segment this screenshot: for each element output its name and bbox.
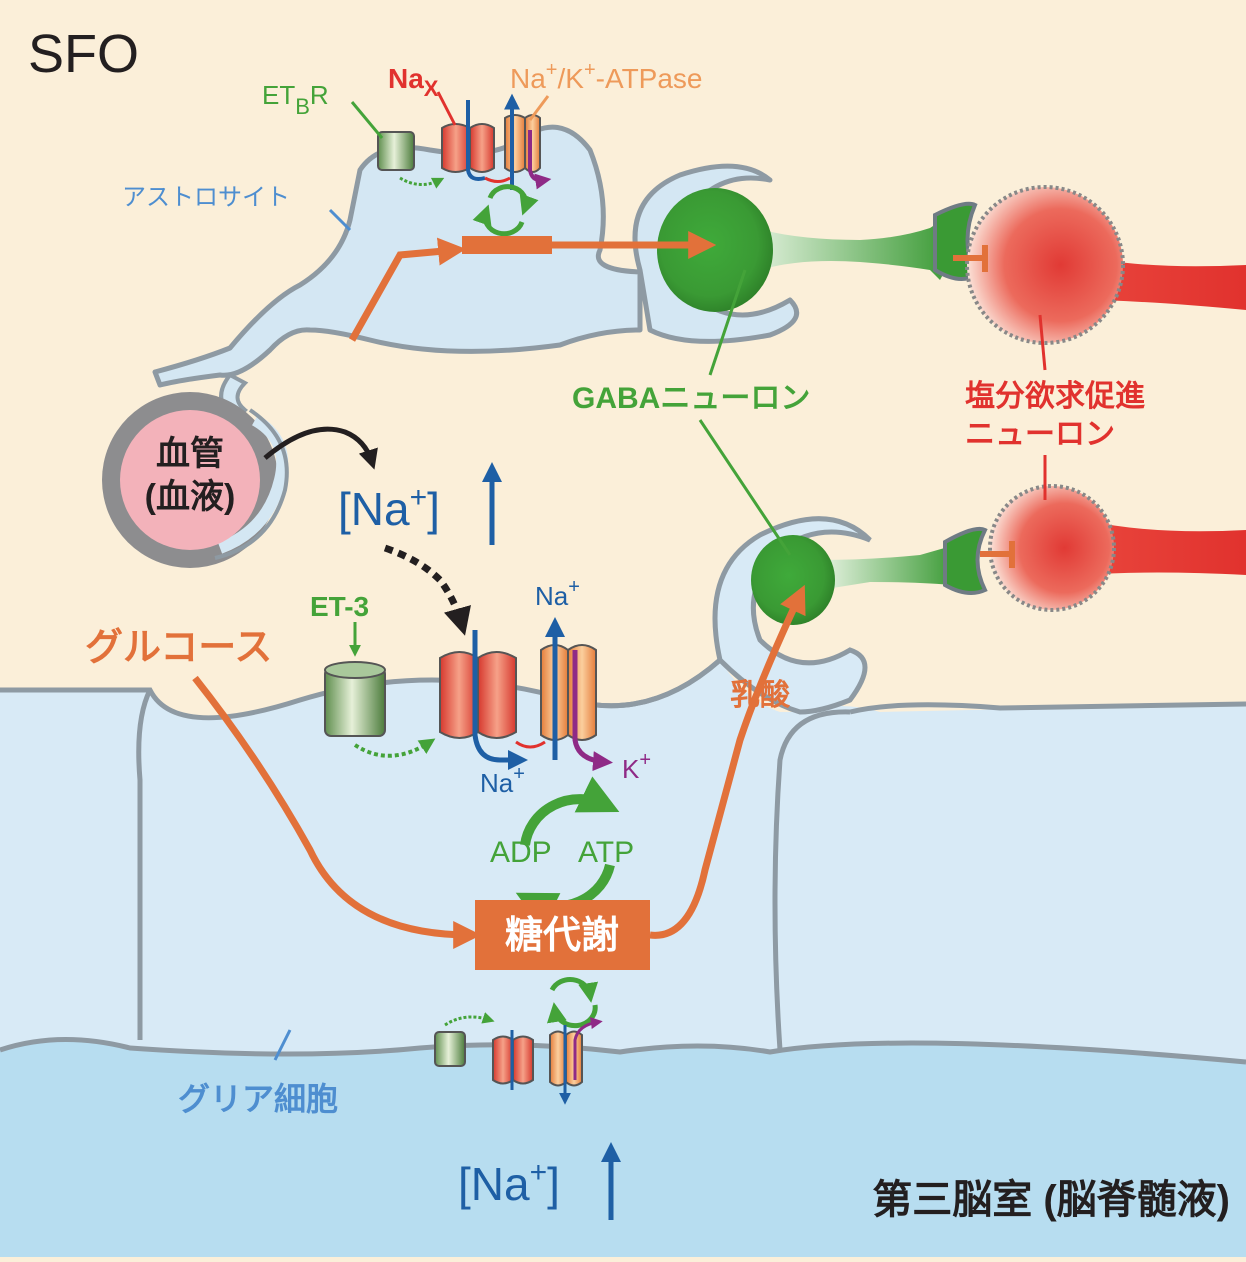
salt-neuron-label-line1: 塩分欲求促進	[965, 380, 1145, 413]
adp-label: ADP	[490, 836, 552, 869]
salt-appetite-neuron-upper	[965, 185, 1246, 345]
third-ventricle-csf	[0, 1039, 1246, 1257]
leader-lines	[273, 91, 1047, 1061]
glycolysis-label: 糖代謝	[505, 915, 619, 957]
bottom-channel-group	[434, 1012, 603, 1105]
na-concentration-upper-open: [Na	[338, 483, 410, 535]
main-channel-group	[324, 617, 650, 1029]
atpase-top	[504, 114, 526, 173]
salt-appetite-neuron-lower	[988, 484, 1246, 612]
atp-label: ATP	[578, 836, 634, 869]
et3-label: ET-3	[310, 591, 369, 622]
nax-label: NaX	[388, 63, 439, 101]
na-top-label-plus: +	[568, 576, 580, 598]
na-top-label: Na+	[535, 576, 580, 611]
etbr-label-tail: R	[310, 80, 329, 110]
region-label: SFO	[28, 24, 139, 84]
glycolysis-bar-top	[462, 236, 552, 254]
astrocyte-label: アストロサイト	[122, 184, 290, 211]
nax-channel-top	[441, 123, 471, 173]
gaba-neuron-lower	[751, 526, 988, 625]
na-concentration-upper-close: ]	[427, 483, 440, 535]
na-concentration-lower-open: [Na	[458, 1158, 530, 1210]
na-bottom-label: Na+	[480, 763, 525, 798]
na-concentration-lower-close: ]	[547, 1158, 560, 1210]
top-channel-group	[377, 93, 552, 254]
third-ventricle-label: 第三脳室 (脳脊髄液)	[872, 1178, 1230, 1222]
atpase-label-tail: -ATPase	[596, 63, 703, 94]
nax-channel	[439, 651, 479, 739]
blood-vessel-label-line1: 血管	[156, 435, 224, 473]
na-bottom-label-main: Na	[480, 768, 514, 798]
atpase-label-na: Na	[510, 63, 546, 94]
glial-cell-label: グリア細胞	[178, 1081, 338, 1117]
etbr-label-main: ET	[262, 80, 295, 110]
atpase-label-plus1: +	[546, 59, 558, 81]
atpase-label-mid: /K	[557, 63, 584, 94]
na-to-channel-arrow	[383, 544, 471, 636]
k-ion-label-plus: +	[639, 749, 651, 771]
atpase-label-plus2: +	[584, 59, 596, 81]
metabolic-arrows	[192, 231, 806, 949]
salt-neuron-label-line2: ニューロン	[965, 418, 1115, 451]
etbr-receptor-top	[377, 131, 415, 171]
na-concentration-lower-plus: +	[530, 1156, 548, 1189]
vessel-to-na-arrow	[263, 426, 378, 470]
nax-label-main: Na	[388, 63, 424, 94]
na-top-label-main: Na	[535, 581, 569, 611]
inhibition-marks	[953, 245, 1015, 568]
na-concentration-upper: [Na+]	[338, 481, 440, 535]
etbr-label: ETBR	[262, 80, 329, 119]
etbr-label-sub: B	[295, 94, 310, 119]
gaba-neuron-label: GABAニューロン	[572, 382, 810, 415]
glucose-label: グルコース	[85, 627, 272, 669]
k-ion-label-main: K	[622, 754, 640, 784]
na-bottom-label-plus: +	[513, 763, 525, 785]
k-ion-label: K+	[622, 749, 651, 784]
na-concentration-upper-plus: +	[410, 481, 428, 514]
blood-vessel-label-line2: (血液)	[145, 478, 236, 516]
blood-vessel	[102, 392, 289, 568]
na-concentration-lower: [Na+]	[458, 1156, 560, 1210]
atpase-label: Na+/K+-ATPase	[510, 59, 703, 94]
glycolysis-box	[475, 900, 650, 970]
lactate-label: 乳酸	[730, 679, 791, 712]
nax-label-sub: X	[424, 76, 439, 101]
